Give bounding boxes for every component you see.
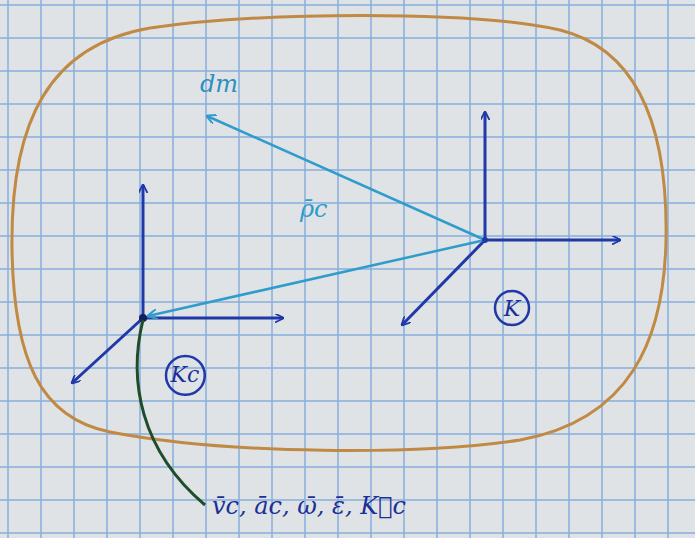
grid-line [0, 103, 695, 105]
grid-line [0, 235, 695, 237]
frame-name: K [493, 289, 531, 321]
vector-name: ρ̄c [300, 195, 328, 223]
grid-line [0, 301, 695, 303]
grid-line [0, 169, 695, 171]
frame-name: Kc [164, 354, 207, 388]
frame-name-circle: K [493, 289, 531, 327]
grid-line [0, 400, 695, 402]
frame-name-circle: Kc [164, 354, 207, 397]
origin-dot [482, 237, 488, 243]
grid-line [0, 202, 695, 204]
grid-line [0, 532, 695, 534]
position-vectors [148, 116, 485, 316]
mass-element: dm [200, 70, 238, 98]
kinematic-quantities: v̄c, āc, ω̄, ε̄, K⃗c [212, 492, 406, 520]
grid-line [0, 466, 695, 468]
grid-line [0, 4, 695, 6]
grid-line [0, 367, 695, 369]
grid-line [0, 37, 695, 39]
grid-line [0, 70, 695, 72]
grid-line [0, 433, 695, 435]
frame-kc [72, 185, 283, 383]
grid-line [0, 334, 695, 336]
body-outline [12, 16, 666, 451]
grid-line [0, 268, 695, 270]
grid-line [0, 136, 695, 138]
leader-line [137, 320, 205, 505]
